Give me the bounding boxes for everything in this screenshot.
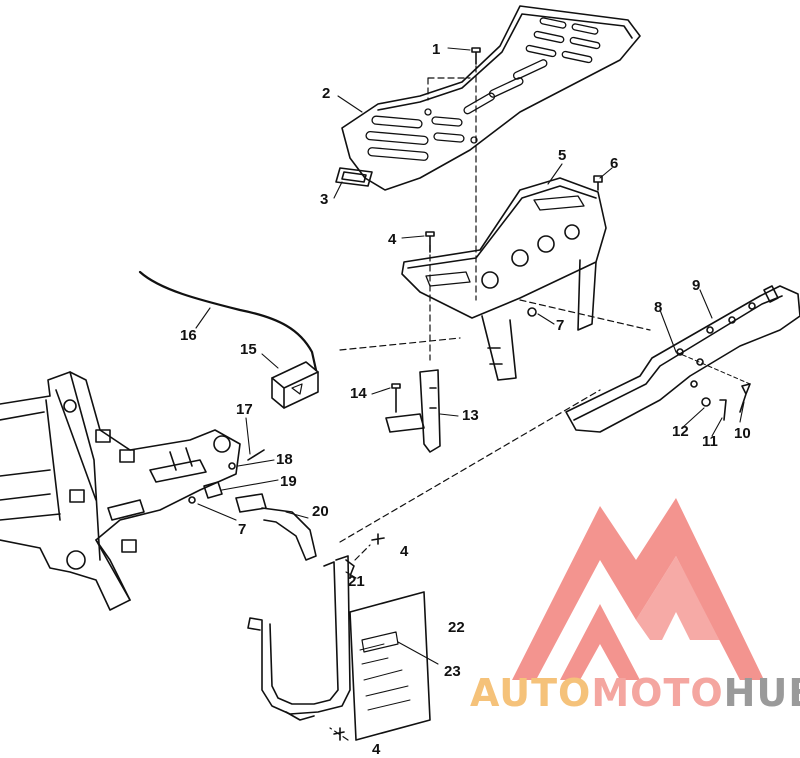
callout-3: 3 bbox=[320, 191, 329, 208]
wire-harness bbox=[138, 270, 318, 372]
footrest-bracket bbox=[401, 177, 607, 381]
callout-16: 16 bbox=[180, 327, 197, 344]
taillight-bracket bbox=[385, 369, 441, 453]
screw-1 bbox=[471, 47, 481, 65]
tail-light bbox=[271, 361, 319, 409]
brand-wordmark: AUTOMOTOHUB bbox=[470, 674, 800, 712]
callout-1: 1 bbox=[432, 41, 441, 58]
callout-5: 5 bbox=[558, 147, 567, 164]
clip-19 bbox=[203, 481, 223, 499]
callout-15: 15 bbox=[240, 341, 257, 358]
callout-19: 19 bbox=[280, 473, 297, 490]
bolt-14 bbox=[391, 383, 401, 413]
callout-12: 12 bbox=[672, 423, 689, 440]
callout-7-upper: 7 bbox=[556, 317, 565, 334]
callout-20: 20 bbox=[312, 503, 329, 520]
washer-12 bbox=[701, 397, 711, 407]
brand-part-auto: AUTO bbox=[470, 671, 592, 715]
mudflap-bracket bbox=[247, 555, 355, 721]
callout-18: 18 bbox=[276, 451, 293, 468]
bolt-6 bbox=[593, 175, 603, 191]
mud-flap bbox=[349, 591, 431, 741]
bolt-4-mid bbox=[371, 533, 385, 545]
callout-22: 22 bbox=[448, 619, 465, 636]
callout-9: 9 bbox=[692, 277, 701, 294]
rear-bumper bbox=[565, 285, 800, 433]
bolt-10 bbox=[739, 383, 751, 413]
brand-part-moto: MOTO bbox=[591, 671, 724, 715]
callout-4-mid: 4 bbox=[400, 543, 409, 560]
callout-11: 11 bbox=[702, 433, 718, 450]
footrest-plate bbox=[341, 5, 641, 191]
bolt-4-upper bbox=[425, 231, 435, 253]
callout-13: 13 bbox=[462, 407, 479, 424]
callout-21: 21 bbox=[348, 573, 365, 590]
callout-23: 23 bbox=[444, 663, 461, 680]
callout-14: 14 bbox=[350, 385, 367, 402]
nut-7-upper bbox=[527, 307, 537, 317]
callout-7-lower: 7 bbox=[238, 521, 247, 538]
bolt-11 bbox=[719, 399, 727, 421]
callout-17: 17 bbox=[236, 401, 253, 418]
callout-2: 2 bbox=[322, 85, 331, 102]
callout-4-lower: 4 bbox=[372, 741, 381, 758]
callout-6: 6 bbox=[610, 155, 619, 172]
nut-18 bbox=[228, 462, 236, 470]
reflector bbox=[335, 167, 373, 187]
nut-7-lower bbox=[188, 496, 196, 504]
bolt-4-lower bbox=[333, 727, 345, 741]
callout-4-upper: 4 bbox=[388, 231, 397, 248]
callout-10: 10 bbox=[734, 425, 751, 442]
callout-8: 8 bbox=[654, 299, 663, 316]
brand-part-hub: HUB bbox=[723, 671, 800, 715]
screw-17 bbox=[247, 449, 265, 461]
frame-assembly bbox=[0, 371, 241, 611]
